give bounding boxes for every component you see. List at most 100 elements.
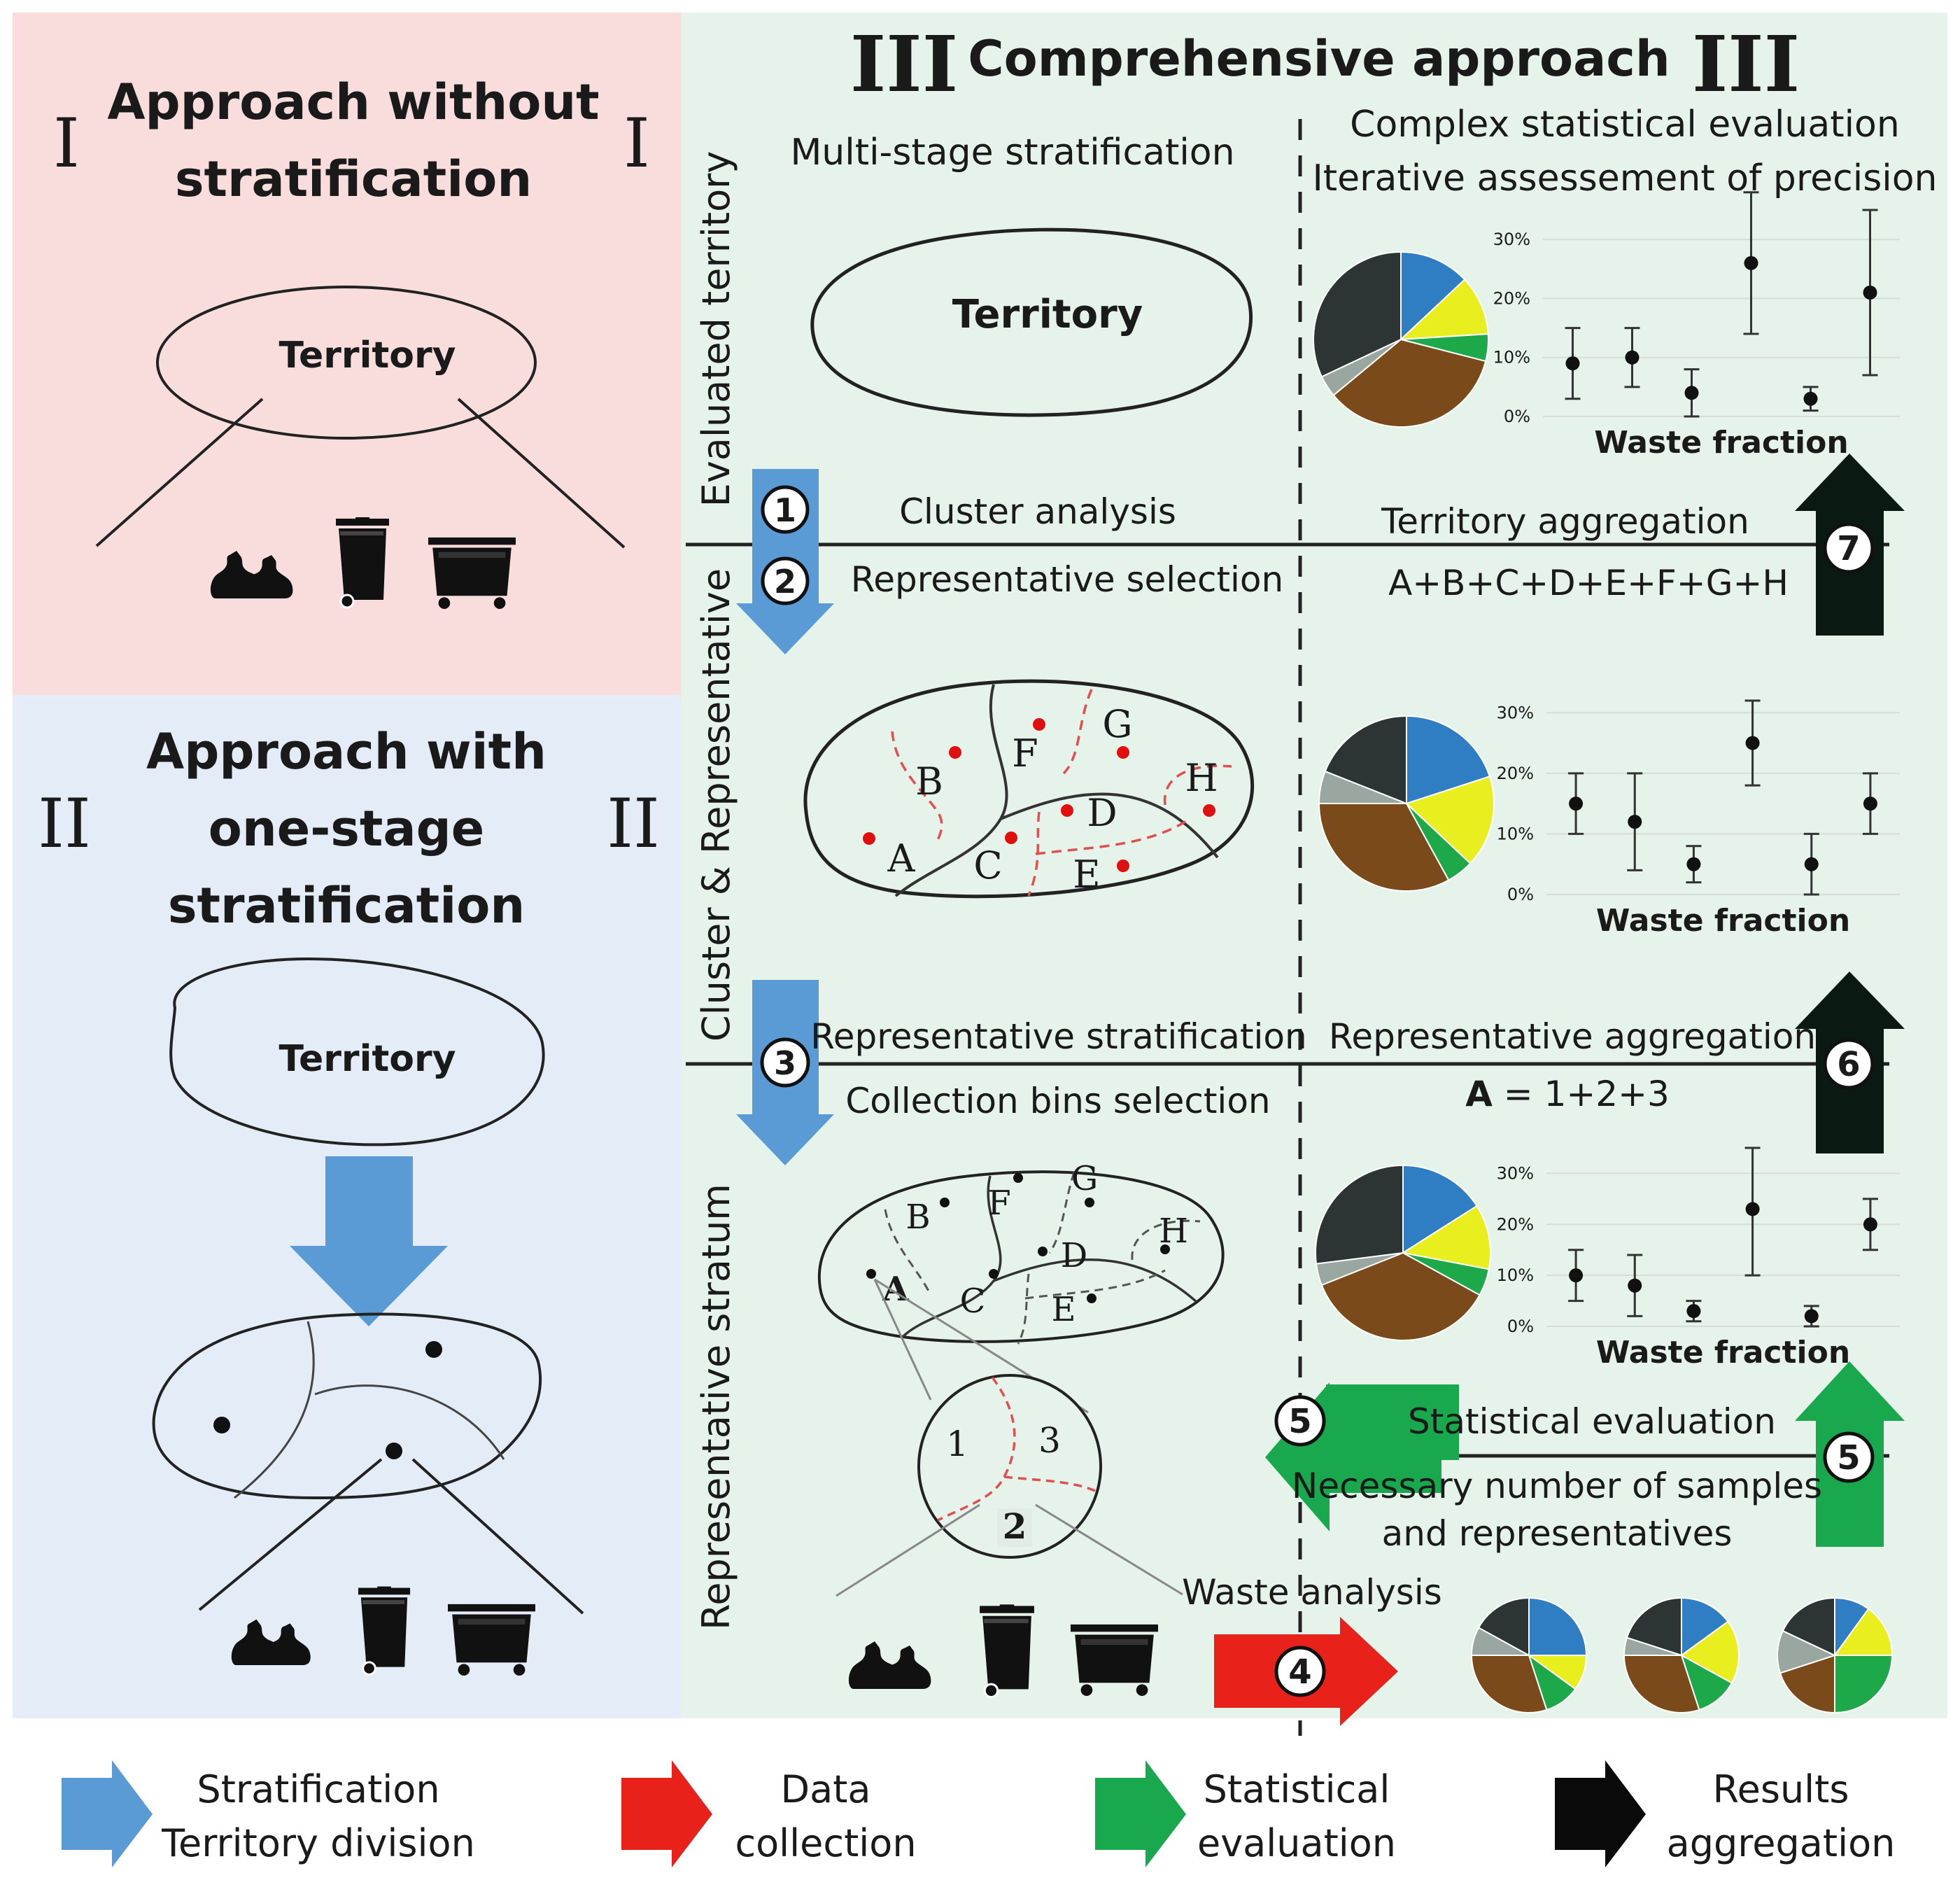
legend-results-line-1: Results: [1713, 1767, 1849, 1811]
bin-point-c: [989, 1269, 999, 1279]
zoom-line-3: [836, 1503, 980, 1597]
y-tick-label: 10%: [1497, 824, 1534, 843]
collection-letter-a: A: [882, 1270, 909, 1309]
cluster-letter-b: B: [915, 759, 943, 804]
side-label-cluster-representative: Cluster & Representative: [694, 568, 738, 1041]
step-7-label: Territory aggregation: [1381, 501, 1749, 542]
bin-point-a: [866, 1269, 876, 1279]
panel-3-waste-bin-icon: [978, 1604, 1036, 1698]
panel-3-roman-right: III: [1692, 19, 1800, 109]
cluster-letter-d: D: [1087, 791, 1117, 835]
statistical-arrow-left-body: [1326, 1384, 1459, 1460]
x-axis-label: Waste fraction: [1596, 903, 1850, 939]
pie-slice: [1320, 1251, 1481, 1341]
data-point: [1745, 736, 1760, 750]
cluster-border-dashed-1: [891, 731, 943, 841]
panel-2-territory-label: Territory: [279, 1038, 456, 1080]
errorbar-chart-stratum: 0%10%20%30%Waste fraction: [1497, 1146, 1900, 1370]
step-7-number: 7: [1837, 529, 1860, 568]
pie-slice: [1623, 1655, 1700, 1713]
panel-3-title: Comprehensive approach: [968, 30, 1670, 87]
panel-2-sample-point-2: [213, 1417, 230, 1433]
step-2-badge: [761, 556, 810, 605]
sub-stratum-2: 2: [1003, 1506, 1027, 1547]
y-tick-label: 0%: [1504, 407, 1530, 426]
representative-point-b: [949, 746, 961, 759]
cluster-map-outline: [803, 679, 1255, 899]
panel-1-territory-shape: [156, 286, 537, 440]
panel-3-territory-shape: [810, 227, 1253, 417]
pie-slice: [1324, 715, 1407, 805]
representative-point-g: [1117, 746, 1129, 759]
pie-slice: [1680, 1620, 1740, 1684]
step-1-label: Cluster analysis: [899, 491, 1176, 532]
legend-stat-line-1: Statistical: [1204, 1767, 1390, 1811]
step-3-number: 3: [774, 1044, 796, 1082]
data-point: [1804, 1309, 1819, 1324]
step-3-label-bottom: Collection bins selection: [845, 1081, 1270, 1121]
data-point: [1803, 391, 1818, 406]
cluster-border-solid-2: [1000, 792, 1219, 859]
panel-2-sample-point-1: [425, 1341, 442, 1358]
cluster-border-dashed-5: [1163, 764, 1232, 806]
step-1-badge: [761, 485, 810, 534]
pie-slice: [1680, 1653, 1733, 1711]
data-point: [1804, 857, 1819, 871]
multi-stage-stratification-label: Multi-stage stratification: [790, 132, 1234, 174]
bin-point-b: [940, 1198, 950, 1207]
panel-1-territory-label: Territory: [279, 335, 456, 377]
pie-slice: [1528, 1597, 1588, 1656]
errorbar-chart-territory: 0%10%20%30%Waste fraction: [1493, 191, 1900, 461]
pie-chart-territory: [1313, 251, 1489, 428]
pie-slice: [1399, 279, 1489, 341]
legend-statistical-arrow: [1095, 1760, 1186, 1867]
bin-point-h: [1160, 1244, 1170, 1254]
panel-1-title-line-1: Approach without: [107, 73, 599, 131]
step-4-number: 4: [1288, 1653, 1311, 1692]
y-tick-label: 10%: [1497, 1265, 1534, 1285]
panel-1-roman-right: I: [623, 104, 650, 183]
sub-stratum-border-2: [1003, 1475, 1096, 1492]
zoom-line-1: [873, 1279, 932, 1401]
step-5-badge-left: [1274, 1395, 1326, 1447]
representative-point-a: [863, 832, 875, 845]
panel-2-title-line-1: Approach with: [146, 723, 547, 780]
panel-2-waste-bin-icon: [357, 1585, 411, 1676]
pie-slice: [1318, 803, 1450, 892]
zoom-line-4: [1035, 1503, 1183, 1596]
collection-letter-b: B: [905, 1198, 930, 1237]
collection-border-dashed-1: [884, 1209, 932, 1296]
step-6-formula-a: A: [1465, 1074, 1493, 1114]
sub-stratum-1: 1: [946, 1424, 968, 1464]
step-2-number: 2: [774, 563, 796, 601]
cluster-letter-g: G: [1102, 702, 1132, 746]
panel-2-roman-right: II: [607, 785, 660, 863]
legend-results-line-2: aggregation: [1667, 1821, 1896, 1865]
representative-point-h: [1203, 804, 1215, 817]
panel-1-waste-bin-icon: [334, 517, 390, 609]
representative-point-e: [1117, 860, 1129, 872]
step-5-number-right: 5: [1837, 1438, 1860, 1478]
collection-letter-g: G: [1071, 1159, 1098, 1198]
panel-1-roman-left: I: [53, 104, 80, 183]
collection-letter-h: H: [1159, 1212, 1188, 1251]
legend-aggregation-arrow: [1555, 1760, 1646, 1867]
panel-3-roman-left: III: [850, 19, 958, 109]
step-5-label-bottom-1: Necessary number of samples: [1292, 1466, 1822, 1506]
legend-data-line-1: Data: [781, 1767, 871, 1811]
cluster-letter-e: E: [1073, 853, 1100, 897]
data-point: [1569, 797, 1584, 811]
legend-stratification-arrow: [62, 1760, 153, 1867]
cluster-map: A B C D E F G H: [803, 679, 1255, 899]
complex-evaluation-label: Complex statistical evaluation: [1350, 104, 1900, 146]
cluster-letter-h: H: [1185, 756, 1218, 800]
side-label-representative-stratum: Representative stratum: [694, 1184, 738, 1630]
legend-stat-line-2: evaluation: [1197, 1821, 1396, 1865]
bin-point-d: [1038, 1247, 1048, 1256]
panel-3-territory-label: Territory: [952, 292, 1143, 337]
data-point: [1625, 350, 1640, 365]
cluster-letter-c: C: [973, 843, 1002, 888]
collection-bins-map: A B C D E F G H: [817, 1159, 1225, 1345]
pie-slice: [1834, 1655, 1894, 1714]
